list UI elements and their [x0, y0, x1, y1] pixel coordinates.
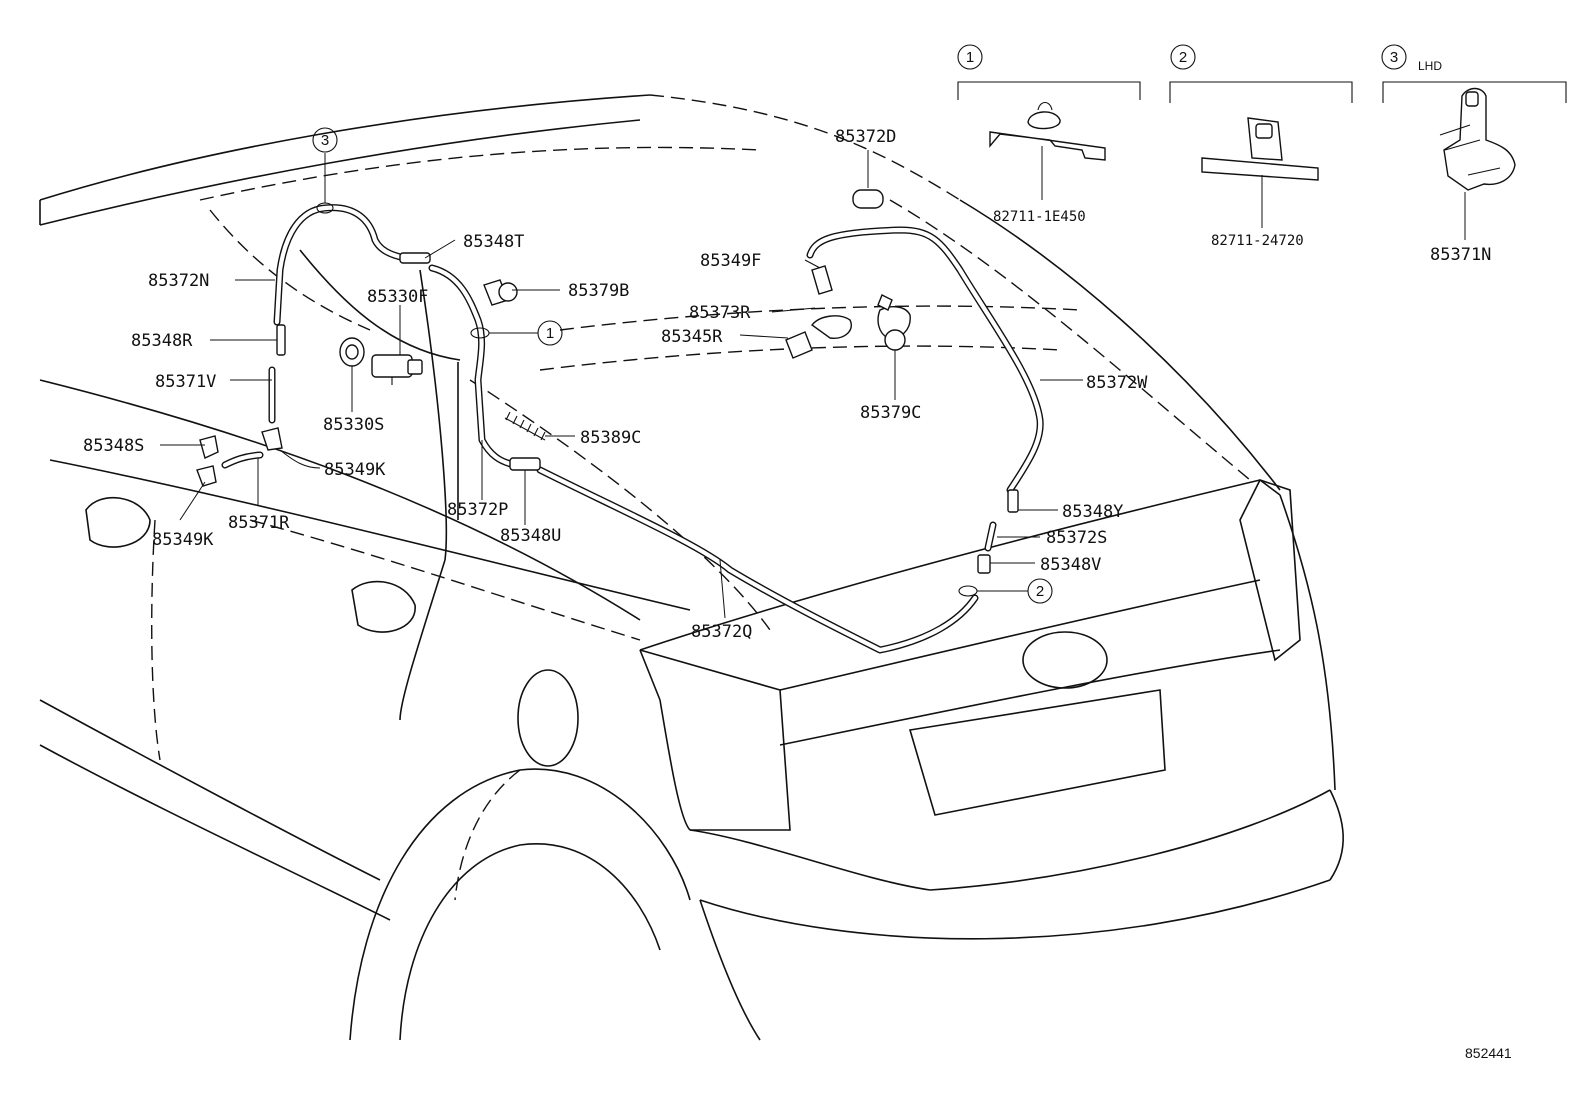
nozzle-icon	[877, 294, 911, 351]
label-82711-24720: 82711-24720	[1211, 233, 1304, 249]
washer-hoses	[221, 204, 1044, 654]
label-85372N: 85372N	[148, 271, 209, 291]
label-85379B: 85379B	[568, 281, 629, 301]
bellows-icon	[504, 411, 546, 441]
inset-2: 2 82711-24720	[1169, 44, 1353, 249]
figure-number: 852441	[1465, 1045, 1512, 1061]
callout-1-number: 1	[546, 325, 554, 342]
label-85389C: 85389C	[580, 428, 641, 448]
label-85330F: 85330F	[367, 287, 428, 307]
inset-2-number: 2	[1179, 49, 1187, 66]
callout-2: 2	[958, 578, 1053, 604]
hose-clip-icon	[785, 315, 852, 359]
label-85348Y: 85348Y	[1062, 502, 1123, 522]
label-85379C: 85379C	[860, 403, 921, 423]
label-85373R: 85373R	[689, 303, 751, 323]
part-labels: 85348T 85372N 85330F 85379B 85348R 85371…	[83, 127, 1148, 642]
leader-lines	[160, 150, 1083, 619]
callout-1: 1	[470, 320, 563, 346]
label-85348T: 85348T	[463, 232, 524, 252]
label-85371R: 85371R	[228, 513, 290, 533]
car-body-outline	[39, 94, 1344, 1041]
inset-3: 3 LHD 85371N	[1381, 44, 1567, 265]
label-85372Q: 85372Q	[691, 622, 752, 642]
label-85371V: 85371V	[155, 372, 216, 392]
grommet-icon	[339, 337, 365, 367]
label-85349F: 85349F	[700, 251, 761, 271]
label-82711-1E450: 82711-1E450	[993, 209, 1086, 225]
inset-3-number: 3	[1390, 49, 1398, 66]
label-85330S: 85330S	[323, 415, 384, 435]
clip-icon	[1201, 117, 1319, 181]
inset-1-number: 1	[966, 49, 974, 66]
label-85371N: 85371N	[1430, 245, 1491, 265]
label-85372W: 85372W	[1086, 373, 1148, 393]
clamp-callouts: 1 2 3	[312, 127, 1053, 604]
callout-3: 3	[312, 127, 338, 214]
hose-cap-icon	[852, 189, 884, 209]
inset-3-lhd-note: LHD	[1418, 59, 1442, 73]
label-85372D: 85372D	[835, 127, 896, 147]
label-85348R: 85348R	[131, 331, 193, 351]
label-85349K-left: 85349K	[152, 530, 214, 550]
washer-pump-icon	[371, 354, 423, 385]
hose-clamp-icon	[1439, 87, 1516, 191]
label-85345R: 85345R	[661, 327, 723, 347]
label-85372P: 85372P	[447, 500, 508, 520]
check-valve-icon	[483, 279, 518, 306]
connector-icon	[811, 265, 833, 295]
callout-3-number: 3	[321, 132, 329, 149]
label-85348V: 85348V	[1040, 555, 1101, 575]
clip-icon	[989, 101, 1106, 161]
label-85348U: 85348U	[500, 526, 561, 546]
label-85372S: 85372S	[1046, 528, 1107, 548]
label-85348S: 85348S	[83, 436, 144, 456]
callout-2-number: 2	[1036, 583, 1044, 600]
inset-1: 1 82711-1E450	[957, 44, 1141, 225]
label-85349K-right: 85349K	[324, 460, 386, 480]
